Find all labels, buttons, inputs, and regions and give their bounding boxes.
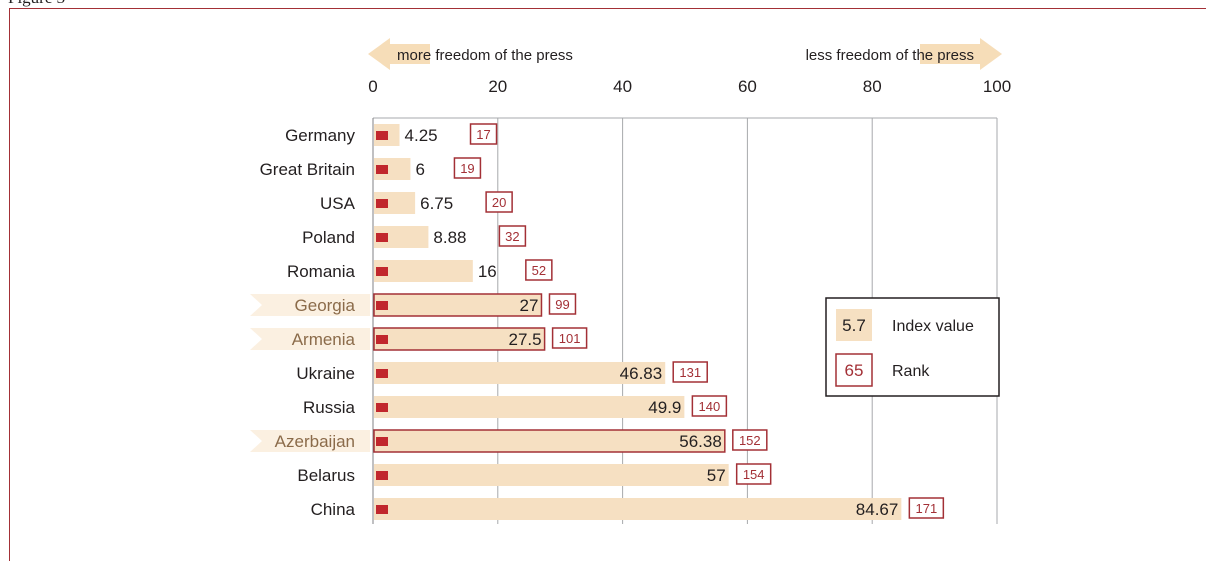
value-label-1: 6 [415, 160, 424, 179]
flag-ukraine-icon [376, 369, 388, 378]
value-label-2: 6.75 [420, 194, 453, 213]
category-label-11: China [311, 500, 356, 519]
x-tick-label-20: 20 [488, 77, 507, 96]
direction-label-left: more freedom of the press [397, 47, 573, 64]
rank-label-10: 154 [743, 467, 765, 482]
bar-11 [374, 498, 902, 520]
bar-6 [373, 327, 546, 351]
highlight-band-5 [250, 294, 370, 316]
category-label-0: Germany [285, 126, 355, 145]
value-label-9: 56.38 [679, 432, 722, 451]
value-label-5: 27 [520, 296, 539, 315]
category-label-8: Russia [303, 398, 356, 417]
x-tick-label-80: 80 [863, 77, 882, 96]
bar-7 [374, 362, 666, 384]
value-label-3: 8.88 [433, 228, 466, 247]
right-direction-arrow [920, 38, 1002, 70]
rank-box-7 [672, 361, 708, 383]
left-direction-arrow [368, 38, 430, 70]
rank-box-6 [551, 327, 588, 349]
rank-box-11 [908, 497, 945, 519]
category-label-6: Armenia [292, 330, 356, 349]
rank-label-6: 101 [559, 331, 581, 346]
rank-box-4 [525, 259, 553, 281]
x-tick-label-40: 40 [613, 77, 632, 96]
rank-box-8 [691, 395, 728, 417]
legend-sample-rank-box [835, 353, 873, 387]
rank-box-5 [548, 293, 577, 315]
flag-georgia-icon [376, 301, 388, 310]
value-label-10: 57 [707, 466, 726, 485]
bar-8 [374, 396, 685, 418]
flag-usa-icon [376, 199, 388, 208]
rank-box-1 [453, 157, 482, 179]
category-label-3: Poland [302, 228, 355, 247]
legend-sample-value: 5.7 [842, 316, 866, 335]
x-tick-label-60: 60 [738, 77, 757, 96]
value-label-4: 16 [478, 262, 497, 281]
rank-label-5: 99 [555, 297, 569, 312]
rank-label-11: 171 [915, 501, 937, 516]
bar-2 [374, 192, 416, 214]
category-label-2: USA [320, 194, 356, 213]
category-label-7: Ukraine [296, 364, 355, 383]
value-label-6: 27.5 [509, 330, 542, 349]
bar-10 [374, 464, 729, 486]
bar-3 [374, 226, 429, 248]
flag-belarus-icon [376, 471, 388, 480]
category-label-9: Azerbaijan [275, 432, 355, 451]
direction-label-right: less freedom of the press [806, 47, 974, 64]
bar-4 [374, 260, 473, 282]
rank-box-0 [469, 123, 498, 145]
legend-sample-value-bg [836, 309, 872, 341]
legend-label-rank: Rank [892, 363, 930, 380]
legend-sample-rank: 65 [845, 361, 864, 380]
rank-label-1: 19 [460, 161, 474, 176]
value-label-7: 46.83 [620, 364, 663, 383]
flag-armenia-icon [376, 335, 388, 344]
rank-label-8: 140 [699, 399, 721, 414]
highlight-band-9 [250, 430, 370, 452]
rank-label-2: 20 [492, 195, 506, 210]
flag-russia-icon [376, 403, 388, 412]
value-label-0: 4.25 [405, 126, 438, 145]
bar-1 [374, 158, 411, 180]
bar-5 [373, 293, 543, 317]
frame-left-rule [9, 8, 10, 561]
clipped-caption: Figure 3 [8, 0, 65, 8]
flag-romania-icon [376, 267, 388, 276]
frame-top-rule [9, 8, 1206, 9]
flag-poland-icon [376, 233, 388, 242]
rank-box-3 [498, 225, 527, 247]
x-tick-label-0: 0 [368, 77, 377, 96]
legend-label-index: Index value [892, 318, 974, 335]
rank-label-9: 152 [739, 433, 761, 448]
category-label-5: Georgia [295, 296, 356, 315]
category-label-10: Belarus [297, 466, 355, 485]
rank-box-10 [735, 463, 772, 485]
flag-china-icon [376, 505, 388, 514]
rank-label-4: 52 [532, 263, 546, 278]
value-label-11: 84.67 [856, 500, 899, 519]
rank-label-3: 32 [505, 229, 519, 244]
highlight-band-6 [250, 328, 370, 350]
rank-box-2 [485, 191, 513, 213]
category-label-1: Great Britain [260, 160, 355, 179]
flag-great-britain-icon [376, 165, 388, 174]
rank-label-7: 131 [679, 365, 701, 380]
rank-label-0: 17 [476, 127, 490, 142]
flag-azerbaijan-icon [376, 437, 388, 446]
bar-9 [373, 429, 726, 453]
flag-germany-icon [376, 131, 388, 140]
value-label-8: 49.9 [648, 398, 681, 417]
x-tick-label-100: 100 [983, 77, 1011, 96]
category-label-4: Romania [287, 262, 356, 281]
rank-box-9 [732, 429, 768, 451]
